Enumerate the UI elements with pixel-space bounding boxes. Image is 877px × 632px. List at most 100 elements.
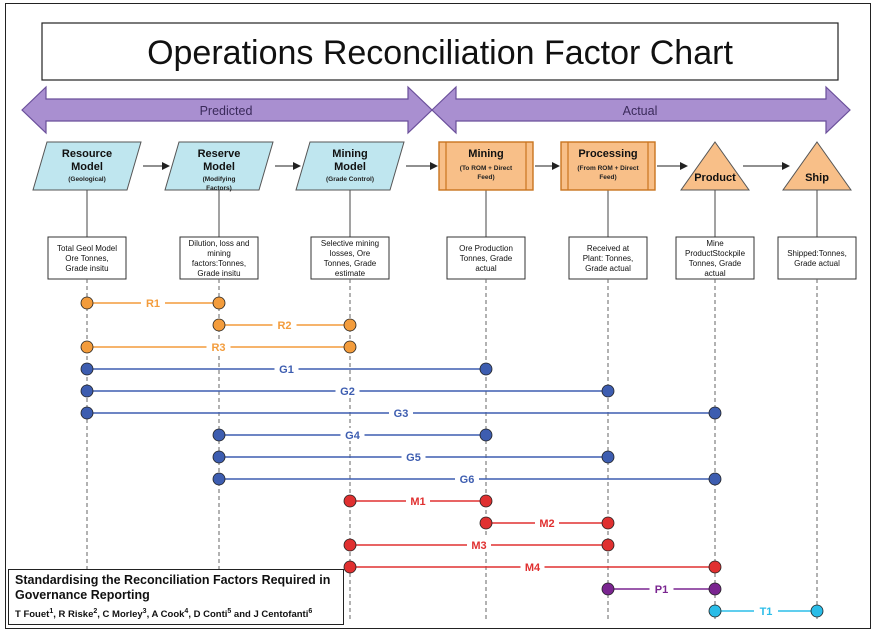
factor-start-dot bbox=[80, 362, 94, 376]
factor-g2: G2 bbox=[80, 384, 615, 398]
factor-label-bg bbox=[340, 428, 365, 441]
phase-actual-label: Actual bbox=[623, 104, 658, 118]
author-affiliation: 6 bbox=[308, 608, 313, 615]
description-line: Dilution, loss and bbox=[189, 239, 250, 248]
description-line: Grade actual bbox=[794, 259, 840, 268]
stage-subtitle: Feed) bbox=[599, 174, 616, 181]
description-line: Total Geol Model bbox=[57, 244, 117, 253]
factor-start-dot bbox=[343, 560, 357, 574]
description-line: mining bbox=[207, 249, 231, 258]
factor-end-dot bbox=[212, 296, 226, 310]
stage-shape bbox=[438, 141, 534, 191]
factor-start-dot bbox=[80, 340, 94, 354]
description-line: actual bbox=[704, 269, 726, 278]
description-line: Grade actual bbox=[585, 264, 631, 273]
factor-start-dot bbox=[479, 516, 493, 530]
factor-label-bg bbox=[455, 472, 479, 485]
citation-box: Standardising the Reconciliation Factors… bbox=[8, 569, 344, 625]
description-line: actual bbox=[475, 264, 497, 273]
factor-g5: G5 bbox=[212, 450, 615, 464]
factor-label: P1 bbox=[655, 584, 668, 596]
phase-predicted-arrow: Predicted bbox=[21, 85, 433, 135]
stage-product: Product bbox=[680, 141, 750, 191]
factor-r2: R2 bbox=[212, 318, 357, 332]
factor-label: G2 bbox=[340, 386, 355, 398]
factor-r3: R3 bbox=[80, 340, 357, 354]
factor-end-dot bbox=[343, 340, 357, 354]
stage-shape bbox=[164, 141, 274, 191]
factor-start-dot bbox=[708, 604, 722, 618]
factor-r1: R1 bbox=[80, 296, 226, 310]
factor-end-dot bbox=[479, 494, 493, 508]
stage-name: Resource bbox=[62, 148, 112, 160]
factor-end-dot bbox=[479, 362, 493, 376]
factor-label: M2 bbox=[539, 518, 554, 530]
factor-p1: P1 bbox=[601, 582, 722, 596]
title-box bbox=[41, 22, 839, 81]
stage-description-reserve-model: Dilution, loss andminingfactors:Tonnes,G… bbox=[179, 236, 259, 280]
description-line: Grade insitu bbox=[197, 269, 240, 278]
factor-label-bg bbox=[141, 296, 165, 309]
factor-label-bg bbox=[406, 494, 430, 507]
stage-name: Model bbox=[334, 161, 366, 173]
description-line: Plant: Tonnes, bbox=[583, 254, 634, 263]
description-box bbox=[179, 236, 259, 280]
factor-label: R3 bbox=[211, 342, 225, 354]
author-name: D Conti bbox=[193, 609, 228, 621]
author-affiliation: 1 bbox=[49, 608, 54, 615]
factor-label: M1 bbox=[410, 496, 425, 508]
description-line: estimate bbox=[335, 269, 366, 278]
factor-label-bg bbox=[389, 406, 413, 419]
factor-g4: G4 bbox=[212, 428, 493, 442]
citation-authors: T Fouet1, R Riske2, C Morley3, A Cook4, … bbox=[15, 608, 313, 621]
author-affiliation: 5 bbox=[227, 608, 232, 615]
author-affiliation: 2 bbox=[93, 608, 98, 615]
author-name: A Cook bbox=[151, 609, 185, 621]
factor-label: M3 bbox=[471, 540, 486, 552]
author-name: J Centofanti bbox=[253, 609, 309, 621]
factor-label-bg bbox=[535, 516, 559, 529]
factor-label-bg bbox=[272, 318, 297, 331]
stage-name: Product bbox=[694, 172, 736, 184]
citation-title: Standardising the Reconciliation Factors… bbox=[15, 573, 331, 602]
factor-label: G6 bbox=[460, 474, 475, 486]
description-line: factors:Tonnes, bbox=[192, 259, 246, 268]
description-line: Mine bbox=[706, 239, 724, 248]
stage-shape bbox=[32, 141, 142, 191]
factor-g6: G6 bbox=[212, 472, 722, 486]
factor-start-dot bbox=[601, 582, 615, 596]
author-affiliation: 3 bbox=[142, 608, 147, 615]
stage-name: Mining bbox=[332, 148, 367, 160]
author-name: C Morley bbox=[102, 609, 143, 621]
factor-end-dot bbox=[601, 516, 615, 530]
factor-label-bg bbox=[401, 450, 426, 463]
author-affiliation: 4 bbox=[184, 608, 189, 615]
factor-label-bg bbox=[520, 560, 545, 573]
factor-end-dot bbox=[810, 604, 824, 618]
factor-end-dot bbox=[708, 472, 722, 486]
factor-m4: M4 bbox=[343, 560, 722, 574]
factor-end-dot bbox=[708, 582, 722, 596]
factor-start-dot bbox=[80, 296, 94, 310]
factor-g3: G3 bbox=[80, 406, 722, 420]
stage-shape bbox=[560, 141, 656, 191]
factor-end-dot bbox=[601, 450, 615, 464]
factor-start-dot bbox=[212, 450, 226, 464]
author-name: T Fouet bbox=[15, 609, 50, 621]
stage-name: Ship bbox=[805, 172, 829, 184]
description-box bbox=[777, 236, 857, 280]
factor-label: G1 bbox=[279, 364, 294, 376]
description-line: ProductStockpile bbox=[685, 249, 746, 258]
stage-subtitle: (Geological) bbox=[68, 176, 106, 183]
description-line: Ore Tonnes, bbox=[65, 254, 108, 263]
description-line: Received at bbox=[587, 244, 630, 253]
